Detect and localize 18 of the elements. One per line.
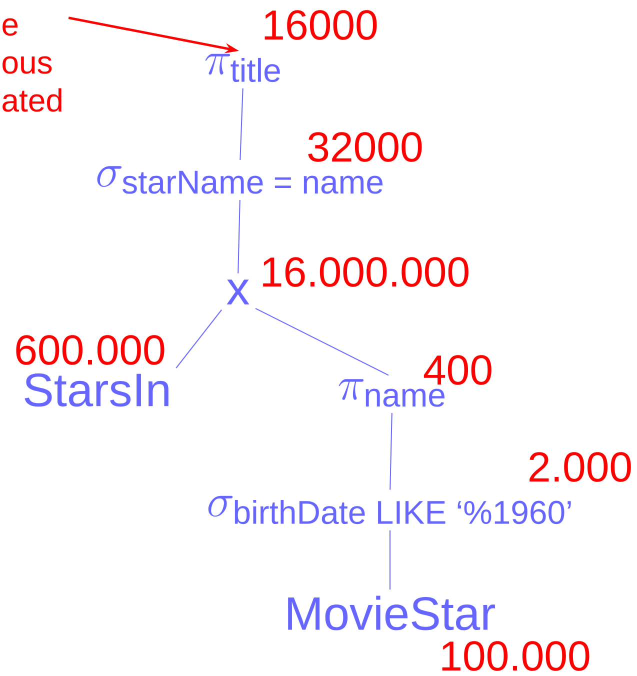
tree-node-label: $\sigma_{\text{starName = name}}$ <box>97 166 383 194</box>
tree-node-label: MovieStar <box>288 596 495 630</box>
connector-line <box>255 308 389 376</box>
row-count-label: 16.000.000 <box>263 257 468 287</box>
row-count-label: 600.000 <box>16 335 164 365</box>
tree-node-label: $\sigma_{\text{birthDate LIKE ‘\%1960’}}$ <box>208 496 571 524</box>
connector-line <box>176 309 222 369</box>
connector-line <box>238 200 240 274</box>
row-count-label: 100.000 <box>442 641 590 671</box>
connector-line <box>390 412 392 490</box>
note-text: e ous ated <box>2 18 62 112</box>
row-count-label: 2.000 <box>530 452 631 482</box>
tree-node-label: StarsIn <box>24 373 168 407</box>
connector-line <box>240 88 244 160</box>
tree-node-label: $\pi_{\text{title}}$ <box>205 54 280 82</box>
row-count-label: 16000 <box>264 10 377 40</box>
tree-node-label: x <box>226 280 250 304</box>
row-count-label: 32000 <box>308 132 422 162</box>
